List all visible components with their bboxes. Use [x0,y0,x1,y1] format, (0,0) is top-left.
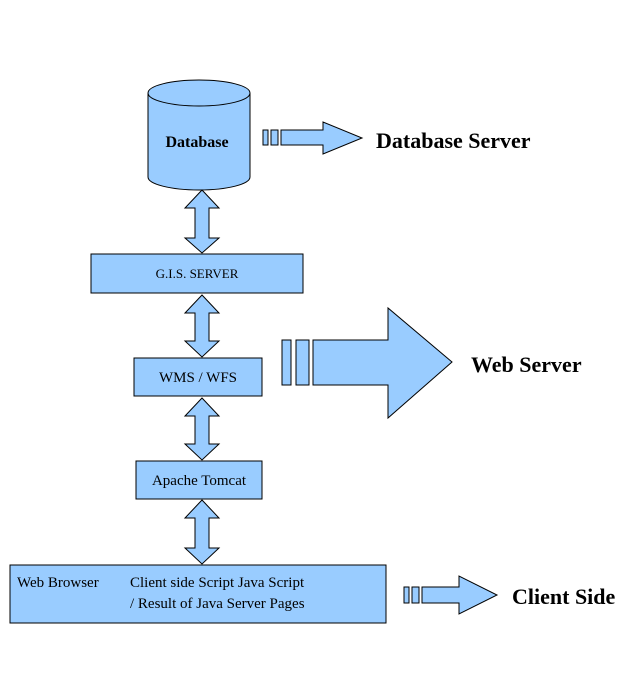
apache-tomcat-label: Apache Tomcat [152,473,247,489]
double-arrow-tomcat-browser [183,499,221,565]
apache-tomcat-node: Apache Tomcat [135,460,263,500]
web-browser-box [9,564,387,624]
web-browser-detail-line1: Client side Script Java Script [130,575,305,591]
web-browser-node: Web Browser Client side Script Java Scri… [9,564,387,624]
web-server-arrow [281,306,453,420]
client-side-arrow-stripe-2 [411,586,420,604]
double-arrow-database-gis [183,189,221,254]
database-node: Database [147,79,251,191]
client-side-arrow-stripe-1 [403,586,410,604]
gis-server-node: G.I.S. SERVER [90,253,304,294]
double-arrow-wms-tomcat [183,397,221,461]
apache-tomcat-box [135,460,263,500]
database-server-arrow-stripe-2 [270,129,279,146]
web-server-arrow-stripe-1 [281,339,292,386]
web-server-label: Web Server [471,352,582,377]
wms-wfs-node: WMS / WFS [133,357,263,397]
gis-server-label: G.I.S. SERVER [156,266,239,281]
database-server-label: Database Server [376,128,531,153]
database-server-arrow-stripe-1 [262,129,269,146]
client-side-label: Client Side [512,584,616,609]
web-browser-detail-line2: / Result of Java Server Pages [130,596,305,612]
client-side-arrow-head [421,575,499,615]
double-arrow-gis-wms [183,294,221,358]
wms-wfs-box [133,357,263,397]
database-label: Database [165,134,228,151]
gis-server-box [90,253,304,294]
database-server-arrow-head [280,121,364,155]
wms-wfs-label: WMS / WFS [159,370,237,386]
client-side-arrow [403,575,499,615]
database-cylinder-top [147,79,251,107]
database-cylinder-body [147,93,251,191]
web-browser-label: Web Browser [17,575,99,591]
database-server-arrow [262,121,364,155]
web-server-arrow-head [312,306,453,420]
web-server-arrow-stripe-2 [295,339,310,386]
